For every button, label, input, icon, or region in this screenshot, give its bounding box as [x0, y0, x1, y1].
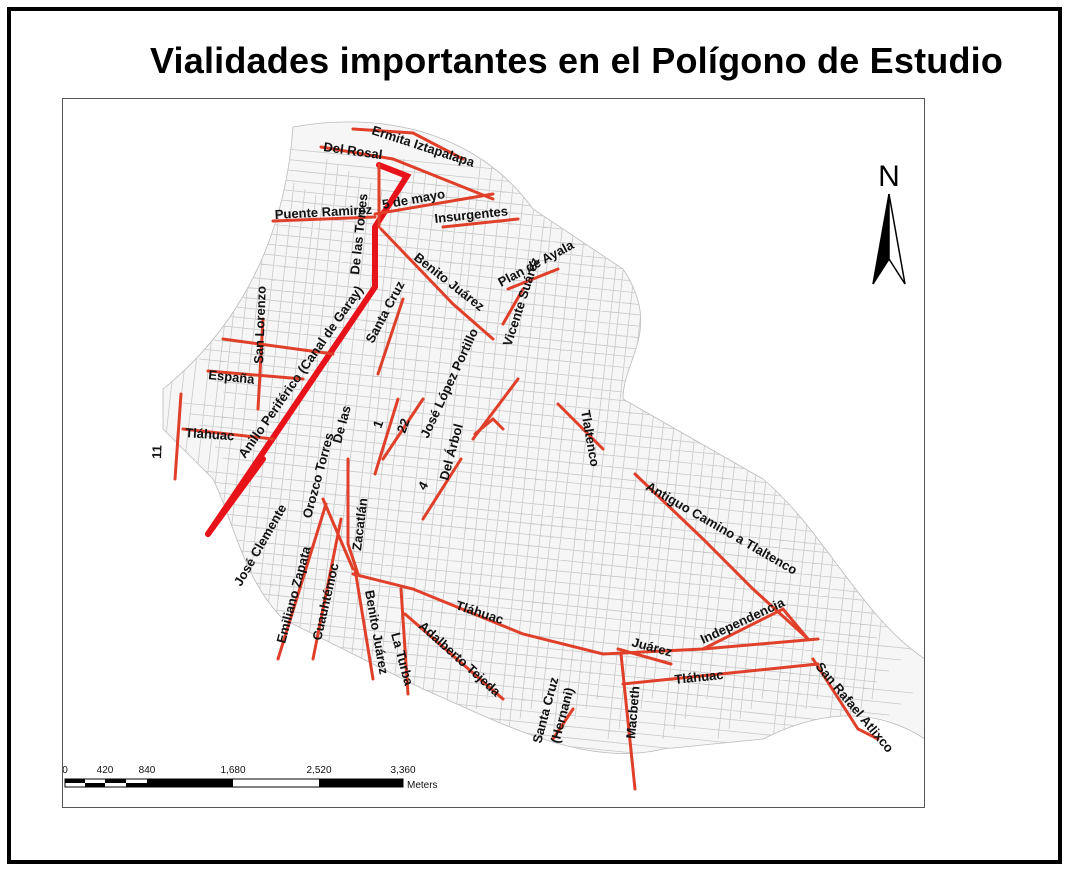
label-1: 1	[370, 418, 387, 430]
scale-bar: 0 420 840 1,680 2,520 3,360 Meters	[63, 765, 438, 791]
road-san-rafael	[811, 657, 880, 741]
road-ermita	[351, 127, 465, 161]
label-tlahuac-e: Tláhuac	[674, 667, 724, 687]
road-west-lower	[205, 456, 266, 537]
label-zacatlan: Zacatlán	[349, 497, 370, 551]
road-cuauhtemoc	[311, 517, 343, 661]
road-tlahuac-e	[621, 662, 820, 686]
road-espana2	[206, 369, 305, 381]
road-del-arbol	[473, 416, 505, 436]
road-emiliano-zapata	[276, 502, 328, 661]
scale-tick-0: 0	[63, 765, 68, 776]
road-vicente-suarez	[501, 287, 525, 326]
north-label: N	[878, 160, 900, 193]
road-plan-ayala	[506, 267, 560, 291]
label-22: 22	[394, 416, 413, 435]
road-4	[421, 457, 463, 521]
road-zacatlan	[346, 457, 360, 576]
roads-layer	[173, 127, 880, 791]
road-independencia	[701, 607, 810, 651]
scale-tick-2: 840	[139, 765, 156, 776]
road-benito-juarez-s	[353, 567, 375, 681]
label-san-lorenzo: San Lorenzo	[251, 286, 269, 365]
road-adalberto	[403, 612, 505, 701]
label-macbeth: Macbeth	[623, 685, 643, 739]
north-arrow-icon	[872, 193, 890, 285]
scale-tick-5: 3,360	[390, 765, 415, 776]
label-puente-ramirez: Puente Ramirez	[274, 202, 373, 222]
road-puente-ramirez	[271, 215, 377, 223]
road-11	[173, 392, 183, 481]
scale-tick-4: 2,520	[306, 765, 331, 776]
map-area[interactable]: Ermita Iztapalapa Del Rosal 5 de mayo Pu…	[62, 98, 925, 808]
label-tlahuac-w: Tláhuac	[185, 425, 235, 443]
road-santa-cruz-hernani	[551, 707, 575, 741]
road-macbeth	[619, 652, 637, 791]
road-la-turba	[399, 587, 410, 696]
label-espana: España	[208, 367, 256, 387]
road-anillo-periferico	[205, 162, 412, 537]
road-tlahuac-main	[351, 572, 820, 656]
road-del-rosal	[319, 145, 495, 201]
road-espana1	[221, 337, 335, 356]
road-tlaltenco	[556, 402, 605, 451]
road-5-mayo	[373, 192, 495, 216]
road-1	[373, 397, 400, 476]
road-san-lorenzo	[256, 317, 265, 411]
label-11: 11	[149, 445, 164, 459]
road-22	[381, 397, 425, 461]
road-juarez	[616, 647, 673, 666]
road-insurgentes	[441, 217, 520, 229]
scale-tick-1: 420	[97, 765, 114, 776]
street-grid	[162, 121, 924, 754]
road-tlahuac-w	[181, 427, 275, 441]
scale-tick-3: 1,680	[220, 765, 245, 776]
road-antiguo-camino	[633, 472, 810, 641]
map-title: Vialidades importantes en el Polígono de…	[149, 40, 1004, 81]
north-arrow: N	[872, 160, 906, 285]
road-santa-cruz	[376, 297, 405, 376]
road-benito-juarez-n	[379, 227, 495, 341]
scale-unit: Meters	[407, 780, 438, 791]
